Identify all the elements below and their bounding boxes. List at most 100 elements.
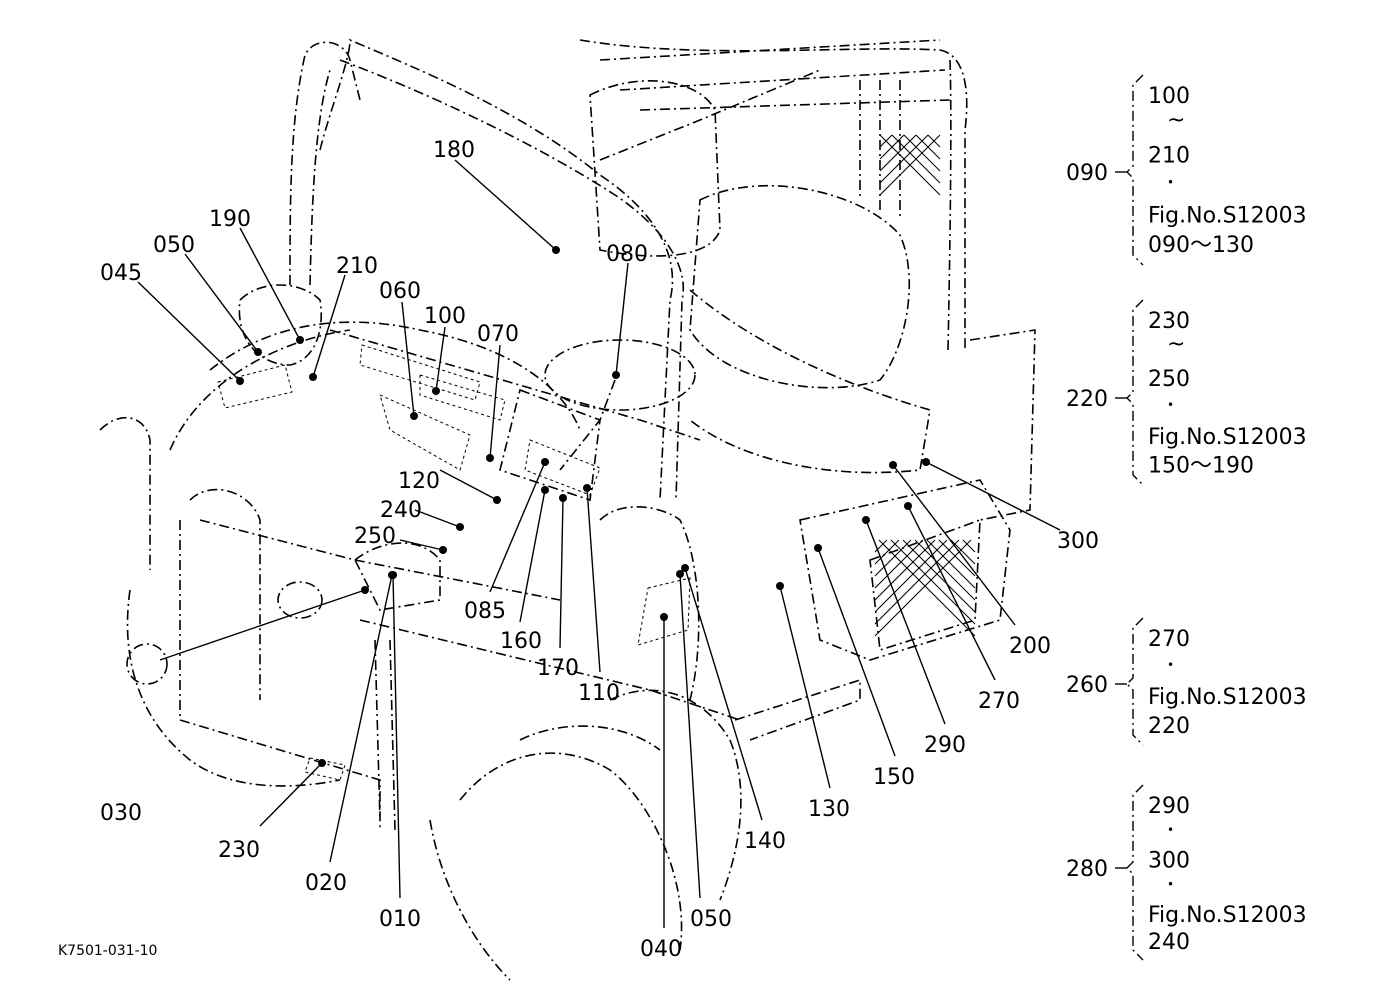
callout-230: 230 — [218, 759, 326, 863]
callout-180: 180 — [433, 138, 560, 254]
leader-dot — [862, 516, 870, 524]
callout-label: 150 — [873, 765, 915, 790]
mesh-line — [879, 134, 941, 196]
leader-line — [865, 519, 946, 725]
group-line: Fig.No.S12003 — [1148, 685, 1307, 710]
group-line: 240 — [1148, 930, 1190, 955]
group-line: 270 — [1148, 627, 1190, 652]
leader-line — [615, 262, 629, 376]
callout-210: 210 — [309, 254, 378, 381]
group-line: 250 — [1148, 367, 1190, 392]
group-bracket — [1126, 74, 1144, 266]
mesh-line — [938, 539, 976, 577]
group-separator: • — [1167, 823, 1174, 837]
callout-190: 190 — [209, 207, 304, 344]
leader-line — [259, 762, 323, 827]
group-bracket — [1126, 299, 1144, 486]
group-separator: ~ — [1167, 108, 1185, 133]
mesh-line — [962, 539, 976, 553]
leader-line — [439, 469, 498, 501]
mesh-line — [874, 539, 936, 601]
leader-dot — [889, 461, 897, 469]
callout-label: 050 — [153, 233, 195, 258]
mesh-patch — [874, 539, 976, 637]
callout-110: 110 — [578, 484, 620, 706]
callout-150: 150 — [814, 544, 915, 790]
callout-label: 085 — [464, 599, 506, 624]
leader-dot — [410, 412, 418, 420]
callout-160: 160 — [500, 486, 549, 654]
callout-label: 290 — [924, 733, 966, 758]
group-line: 290 — [1148, 794, 1190, 819]
callout-label: 110 — [578, 681, 620, 706]
group-id: 090 — [1066, 161, 1108, 186]
group-id: 220 — [1066, 387, 1108, 412]
group-line: 210 — [1148, 144, 1190, 169]
callout-040: 040 — [640, 613, 682, 962]
mesh-line — [874, 539, 972, 637]
mesh-line — [874, 539, 960, 625]
callout-label: 160 — [500, 629, 542, 654]
leader-dot — [389, 571, 397, 579]
leader-line — [399, 539, 444, 551]
callout-label: 080 — [606, 242, 648, 267]
leader-dot — [432, 387, 440, 395]
callout-050: 050 — [153, 233, 262, 356]
leader-dot — [254, 348, 262, 356]
group-line: Fig.No.S12003 — [1148, 203, 1307, 228]
leader-dot — [904, 502, 912, 510]
callout-label: 130 — [808, 797, 850, 822]
group-bracket — [1126, 617, 1144, 746]
leader-dot — [456, 523, 464, 531]
leader-line — [454, 159, 557, 251]
leader-line — [925, 461, 1061, 531]
leader-line — [489, 461, 546, 593]
utility-vehicle-drawing — [99, 38, 1036, 981]
leader-line — [184, 253, 259, 353]
callout-020: 020 — [305, 571, 396, 896]
callout-050: 050 — [676, 570, 732, 932]
callout-label: 030 — [100, 801, 142, 826]
callout-label: 270 — [978, 689, 1020, 714]
leader-dot — [439, 546, 447, 554]
callout-label: 200 — [1009, 634, 1051, 659]
callout-label: 050 — [690, 907, 732, 932]
leader-line — [679, 573, 701, 899]
callout-label: 140 — [744, 829, 786, 854]
group-line: Fig.No.S12003 — [1148, 425, 1307, 450]
callout-080: 080 — [606, 242, 648, 379]
mesh-line — [878, 539, 976, 637]
leader-line — [817, 547, 896, 757]
group-line: 090～130 — [1148, 233, 1254, 258]
group-separator: • — [1167, 658, 1174, 672]
callout-300: 300 — [922, 458, 1099, 554]
callout-label: 070 — [477, 322, 519, 347]
callout-045: 045 — [100, 261, 244, 385]
leader-dot — [559, 494, 567, 502]
leader-line — [684, 567, 763, 821]
callout-100: 100 — [424, 304, 466, 395]
callout-270: 270 — [904, 502, 1020, 714]
mesh-line — [950, 539, 976, 565]
callout-label: 240 — [380, 498, 422, 523]
group-line: 230 — [1148, 309, 1190, 334]
leader-line — [519, 489, 546, 623]
group-separator: ~ — [1167, 332, 1185, 357]
callout-130: 130 — [776, 582, 850, 822]
callout-200: 200 — [889, 461, 1051, 659]
leader-line — [239, 227, 301, 341]
leader-dot — [361, 586, 369, 594]
group-separator: • — [1167, 175, 1174, 189]
leader-line — [435, 326, 446, 392]
mesh-line — [874, 539, 912, 577]
leader-dot — [676, 570, 684, 578]
callout-120: 120 — [398, 469, 501, 504]
callout-140: 140 — [681, 564, 786, 854]
decal-patches — [217, 344, 691, 781]
callout-label: 020 — [305, 871, 347, 896]
leader-dot — [493, 496, 501, 504]
group-line: 100 — [1148, 84, 1190, 109]
